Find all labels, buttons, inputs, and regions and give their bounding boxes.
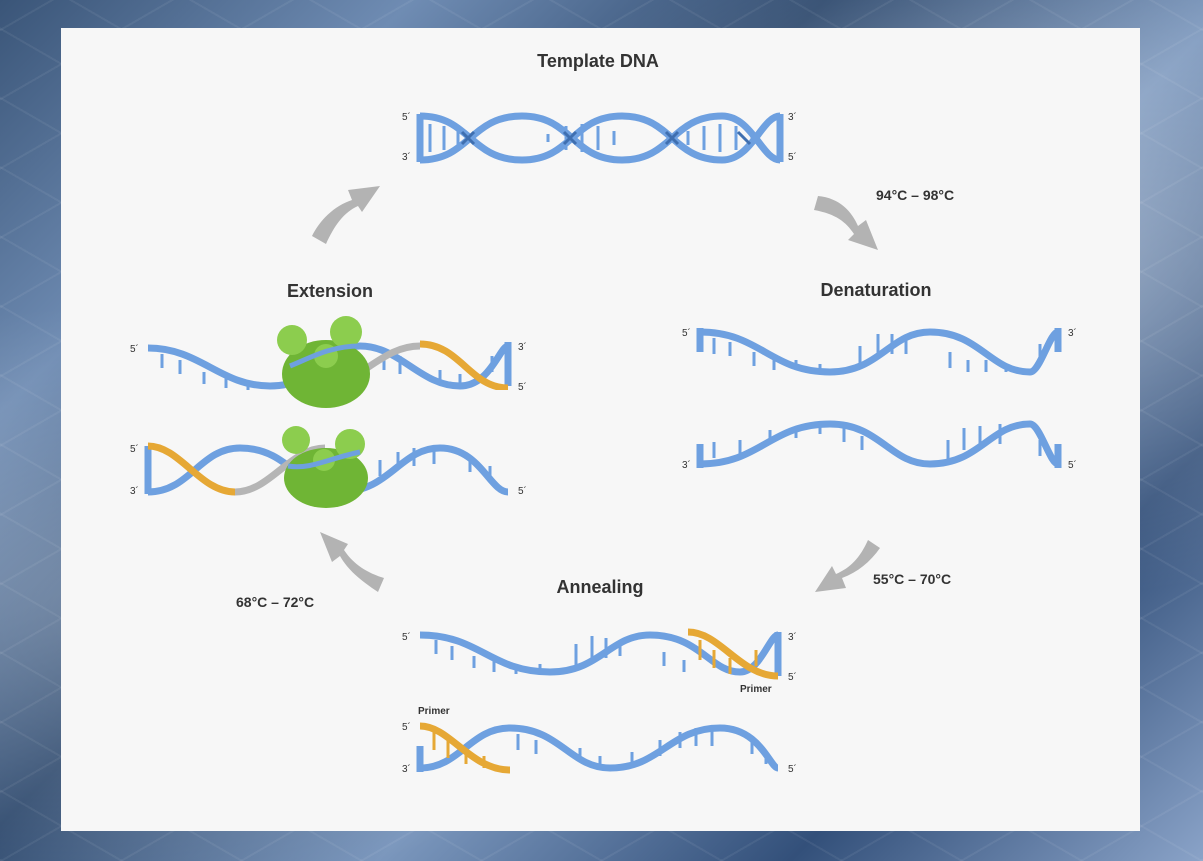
end-label: 3´ [1068,327,1077,339]
extension-strand-overlay [287,449,361,470]
end-label: 5´ [788,763,797,775]
end-label: 5´ [402,721,411,733]
polymerase-enzyme [277,316,370,408]
end-label: 3´ [788,111,797,123]
primer-label: Primer [418,706,450,717]
temp-extension: 68°C – 72°C [236,594,314,610]
end-label: 5´ [1068,459,1077,471]
end-label: 5´ [682,327,691,339]
temp-annealing: 55°C – 70°C [873,571,951,587]
primer-strand [419,722,511,774]
end-label: 5´ [402,111,411,123]
primer-label: Primer [740,684,772,695]
new-strand [360,342,421,377]
end-label: 3´ [402,151,411,163]
annealing-strand-bottom [416,724,780,772]
end-label: 3´ [788,631,797,643]
polymerase-enzyme [282,426,368,508]
stage-title-annealing: Annealing [556,577,643,597]
end-label: 5´ [402,631,411,643]
end-label: 5´ [788,151,797,163]
end-label: 3´ [682,459,691,471]
template-dna-helix [416,112,784,164]
end-label: 5´ [130,343,139,355]
end-label: 3´ [402,763,411,775]
end-label: 5´ [518,485,527,497]
primer-strand [688,628,779,680]
cycle-arrow-icon [312,186,880,592]
denatured-strand-bottom [696,420,1062,468]
extension-strand-overlay [289,343,361,369]
primer-strand [147,442,235,496]
primer-strand [420,340,509,390]
stage-title-template: Template DNA [537,51,659,71]
annealing-strand-top [419,631,782,676]
stage-title-extension: Extension [287,281,373,301]
end-label: 5´ [788,671,797,683]
temp-denaturation: 94°C – 98°C [876,187,954,203]
end-label: 3´ [130,485,139,497]
denatured-strand-top [696,328,1062,376]
diagram-panel [61,28,1140,831]
end-label: 5´ [130,443,139,455]
end-label: 5´ [518,381,527,393]
stage-title-denaturation: Denaturation [820,280,931,300]
end-label: 3´ [518,341,527,353]
